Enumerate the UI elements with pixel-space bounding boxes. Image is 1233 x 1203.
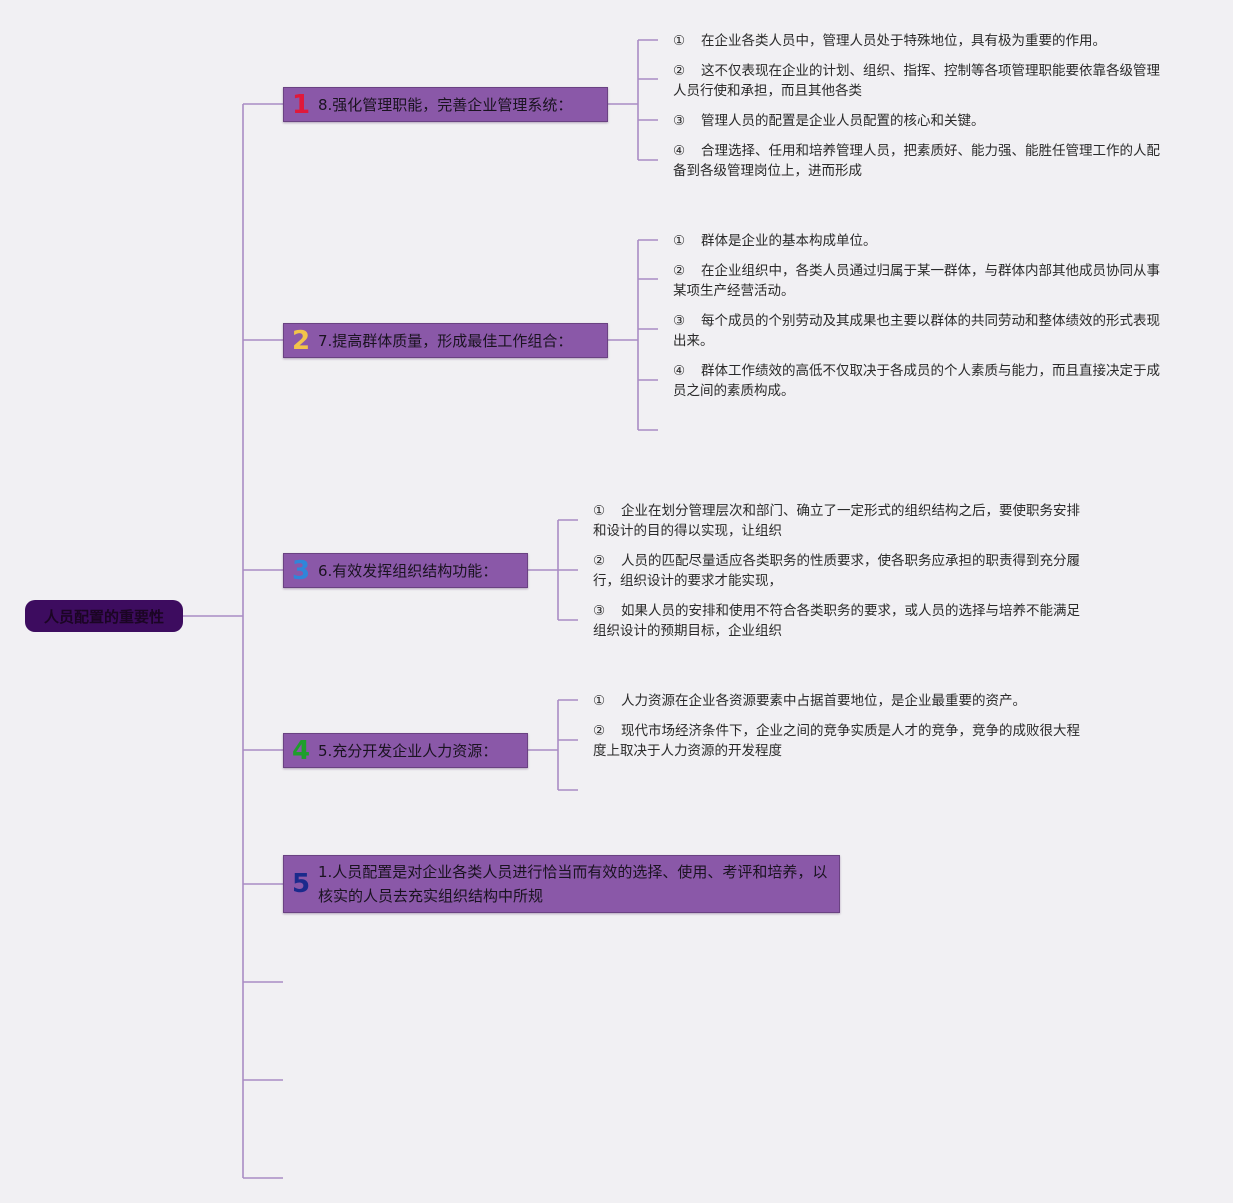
- leaf-text: 这不仅表现在企业的计划、组织、指挥、控制等各项管理职能要依靠各级管理人员行使和承…: [673, 63, 1160, 99]
- leaf-text: 管理人员的配置是企业人员配置的核心和关键。: [701, 113, 985, 129]
- topic-number-badge: 3: [291, 555, 311, 586]
- circled-marker: ②: [593, 723, 606, 739]
- leaf-text: 人员的匹配尽量适应各类职务的性质要求，使各职务应承担的职责得到充分履行，组织设计…: [593, 553, 1080, 589]
- circled-marker: ②: [673, 63, 686, 79]
- topic-node-3[interactable]: 3 6.有效发挥组织结构功能：: [283, 553, 528, 588]
- root-node[interactable]: 人员配置的重要性: [25, 600, 183, 632]
- topic-node-2[interactable]: 2 7.提高群体质量，形成最佳工作组合：: [283, 323, 608, 358]
- circled-marker: ①: [593, 503, 606, 519]
- leaf-text: 人力资源在企业各资源要素中占据首要地位，是企业最重要的资产。: [621, 693, 1026, 709]
- topic-label: 6.有效发挥组织结构功能：: [318, 561, 498, 580]
- circled-marker: ①: [673, 233, 686, 249]
- circled-marker: ②: [673, 263, 686, 279]
- topic-node-5[interactable]: 5 1.人员配置是对企业各类人员进行恰当而有效的选择、使用、考评和培养，以核实的…: [283, 855, 840, 913]
- topic-label: 1.人员配置是对企业各类人员进行恰当而有效的选择、使用、考评和培养，以核实的人员…: [318, 863, 828, 905]
- leaf-text: 现代市场经济条件下，企业之间的竞争实质是人才的竞争，竞争的成败很大程度上取决于人…: [593, 723, 1080, 759]
- circled-marker: ①: [673, 33, 686, 49]
- leaf-text: 群体是企业的基本构成单位。: [701, 233, 877, 249]
- leaf-text: 群体工作绩效的高低不仅取决于各成员的个人素质与能力，而且直接决定于成员之间的素质…: [673, 363, 1160, 399]
- leaf-text: 合理选择、任用和培养管理人员，把素质好、能力强、能胜任管理工作的人配备到各级管理…: [673, 143, 1160, 179]
- root-label: 人员配置的重要性: [43, 607, 164, 626]
- circled-marker: ④: [673, 363, 686, 379]
- leaf-text: 在企业各类人员中，管理人员处于特殊地位，具有极为重要的作用。: [701, 33, 1106, 49]
- topic-number-badge: 1: [291, 89, 311, 120]
- topic-node-1[interactable]: 1 8.强化管理职能，完善企业管理系统：: [283, 87, 608, 122]
- topic-number-badge: 2: [291, 325, 311, 356]
- leaf-text: 企业在划分管理层次和部门、确立了一定形式的组织结构之后，要使职务安排和设计的目的…: [593, 503, 1080, 539]
- leaf-text: 每个成员的个别劳动及其成果也主要以群体的共同劳动和整体绩效的形式表现出来。: [673, 313, 1160, 349]
- circled-marker: ③: [593, 603, 606, 619]
- topic-label: 5.充分开发企业人力资源：: [318, 741, 498, 760]
- topic-node-4[interactable]: 4 5.充分开发企业人力资源：: [283, 733, 528, 768]
- circled-marker: ①: [593, 693, 606, 709]
- topic-number-badge: 5: [291, 869, 311, 899]
- leaf-item[interactable]: ③ 管理人员的配置是企业人员配置的核心和关键。: [673, 111, 1165, 131]
- leaf-text: 如果人员的安排和使用不符合各类职务的要求，或人员的选择与培养不能满足组织设计的预…: [593, 603, 1080, 639]
- circled-marker: ③: [673, 113, 686, 129]
- circled-marker: ③: [673, 313, 686, 329]
- leaf-item[interactable]: ① 人力资源在企业各资源要素中占据首要地位，是企业最重要的资产。: [593, 691, 1085, 711]
- leaf-text: 在企业组织中，各类人员通过归属于某一群体，与群体内部其他成员协同从事某项生产经营…: [673, 263, 1160, 299]
- circled-marker: ②: [593, 553, 606, 569]
- topic-label: 7.提高群体质量，形成最佳工作组合：: [318, 331, 573, 350]
- leaf-item[interactable]: ① 群体是企业的基本构成单位。: [673, 231, 1165, 251]
- topic-number-badge: 4: [291, 735, 311, 766]
- topic-label: 8.强化管理职能，完善企业管理系统：: [318, 95, 573, 114]
- circled-marker: ④: [673, 143, 686, 159]
- leaf-item[interactable]: ① 在企业各类人员中，管理人员处于特殊地位，具有极为重要的作用。: [673, 31, 1165, 51]
